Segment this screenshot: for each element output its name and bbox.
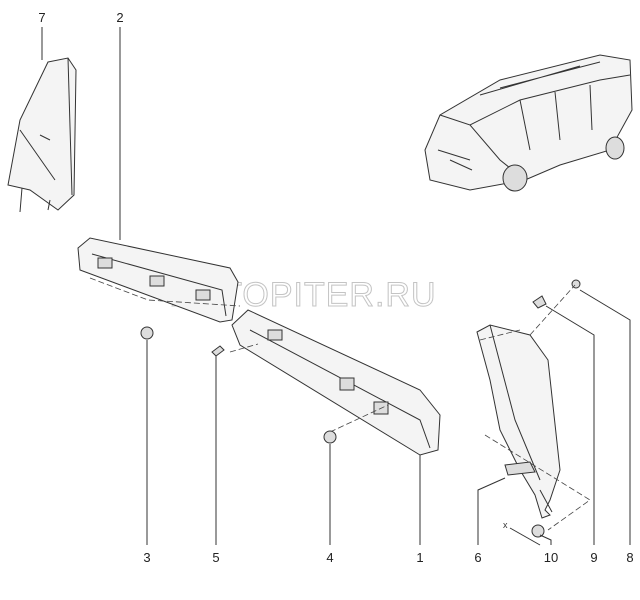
part-10-nut bbox=[531, 524, 545, 538]
callout-1: 1 bbox=[416, 550, 423, 565]
callout-6: 6 bbox=[474, 550, 481, 565]
callout-5: 5 bbox=[212, 550, 219, 565]
callout-9: 9 bbox=[590, 550, 597, 565]
part-4-nut bbox=[323, 430, 337, 444]
callout-8: 8 bbox=[626, 550, 633, 565]
leader-lines bbox=[41, 27, 631, 545]
vehicle-illustration bbox=[424, 54, 633, 192]
callout-7: 7 bbox=[38, 10, 45, 25]
callout-2: 2 bbox=[116, 10, 123, 25]
part-1-tailgate-handle-bar bbox=[229, 309, 441, 456]
dimension-x: x bbox=[503, 520, 541, 546]
callout-3: 3 bbox=[143, 550, 150, 565]
part-2-license-plate-light-bar bbox=[77, 237, 241, 323]
callout-10: 10 bbox=[544, 550, 558, 565]
part-7-tail-lamp bbox=[7, 57, 77, 213]
callout-4: 4 bbox=[326, 550, 333, 565]
part-9-clip bbox=[532, 295, 547, 309]
svg-text:x: x bbox=[503, 520, 508, 530]
part-3-nut bbox=[140, 326, 154, 340]
right-tail-lamp bbox=[476, 284, 591, 531]
part-5-screw bbox=[211, 345, 225, 357]
